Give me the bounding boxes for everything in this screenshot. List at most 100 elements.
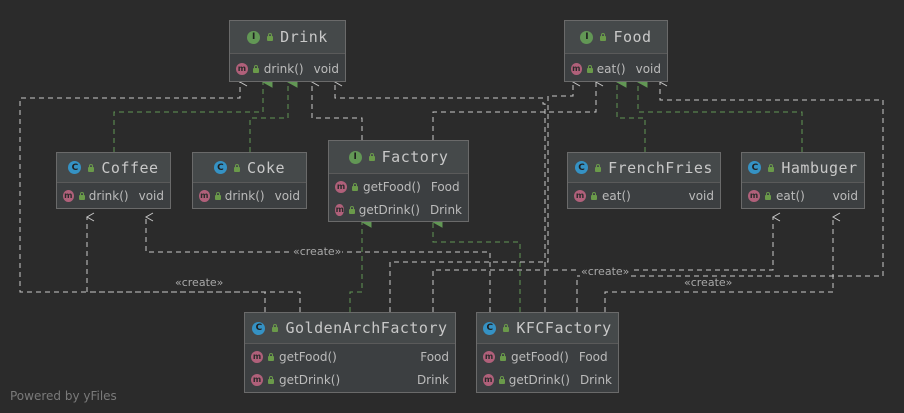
public-lock-icon — [252, 64, 260, 73]
method-row: m drink() void — [230, 57, 345, 80]
method-row: m getFood() Food — [477, 345, 618, 368]
node-kfcfactory[interactable]: C KFCFactory m getFood() Food m getDrink… — [476, 312, 619, 393]
method-icon: m — [63, 189, 74, 202]
public-lock-icon — [351, 182, 359, 191]
node-header: I Factory — [329, 141, 468, 174]
node-title: Drink — [280, 28, 328, 46]
node-header: C FrenchFries — [568, 153, 720, 183]
method-row: m getDrink() Drink — [477, 368, 618, 391]
class-icon: C — [575, 161, 589, 174]
method-return-type: void — [313, 61, 339, 76]
method-row: m drink() void — [57, 184, 170, 207]
interface-icon: I — [580, 30, 594, 44]
node-food[interactable]: I Food m eat() void — [564, 20, 668, 82]
node-drink[interactable]: I Drink m drink() void — [229, 20, 346, 82]
public-lock-icon — [233, 163, 241, 172]
method-name: eat() — [596, 61, 626, 76]
method-icon: m — [571, 62, 582, 75]
public-lock-icon — [764, 191, 772, 200]
node-header: I Food — [565, 21, 667, 54]
public-lock-icon — [266, 33, 274, 41]
public-lock-icon — [594, 163, 602, 172]
method-name: eat() — [602, 188, 631, 203]
public-lock-icon — [599, 33, 607, 41]
node-header: C Coffee — [57, 153, 170, 183]
method-return-type: Drink — [416, 372, 449, 387]
method-row: m getDrink() Drink — [245, 368, 455, 391]
kfc-creates-hambuger-edge — [604, 212, 841, 312]
public-lock-icon — [87, 163, 95, 172]
node-title: GoldenArchFactory — [285, 319, 448, 337]
method-return-type: Food — [430, 179, 460, 194]
method-row: m getDrink() Drink — [329, 198, 468, 221]
method-icon: m — [236, 62, 248, 75]
node-title: FrenchFries — [608, 158, 713, 177]
node-title: Hambuger — [781, 158, 858, 177]
goldenarch-to-food-edge — [389, 77, 581, 312]
method-name: getDrink() — [508, 372, 570, 387]
method-name: getDrink() — [358, 202, 420, 217]
method-row: m eat() void — [742, 184, 864, 207]
node-title: Factory — [381, 148, 449, 166]
method-return-type: Drink — [429, 202, 462, 217]
node-header: C KFCFactory — [477, 313, 618, 344]
public-lock-icon — [499, 352, 507, 361]
kfc-to-food-edge — [576, 77, 884, 312]
node-header: C Coke — [193, 153, 306, 183]
public-lock-icon — [502, 324, 510, 332]
node-title: KFCFactory — [516, 319, 612, 337]
method-row: m drink() void — [193, 184, 306, 207]
edge-label-create: «create» — [174, 276, 225, 289]
method-row: m getFood() Food — [329, 175, 468, 198]
method-return-type: Drink — [579, 372, 612, 387]
edge-label-create: «create» — [292, 245, 343, 258]
node-frenchfries[interactable]: C FrenchFries m eat() void — [567, 152, 721, 209]
node-title: Food — [613, 28, 652, 46]
method-icon: m — [748, 189, 760, 202]
public-lock-icon — [586, 64, 593, 73]
method-icon: m — [574, 189, 586, 202]
public-lock-icon — [348, 205, 356, 214]
method-name: eat() — [776, 188, 805, 203]
public-lock-icon — [267, 375, 275, 384]
method-name: drink() — [224, 188, 265, 203]
node-header: I Drink — [230, 21, 345, 54]
class-icon: C — [748, 161, 762, 174]
interface-icon: I — [247, 30, 261, 44]
frenchfries-implements-food-edge — [617, 82, 646, 152]
node-goldenarchfactory[interactable]: C GoldenArchFactory m getFood() Food m g… — [244, 312, 456, 393]
method-icon: m — [483, 350, 495, 363]
method-icon: m — [251, 373, 263, 386]
node-coke[interactable]: C Coke m drink() void — [192, 152, 307, 209]
class-icon: C — [68, 161, 82, 174]
method-return-type: Food — [578, 349, 608, 364]
edge-label-create: «create» — [580, 265, 631, 278]
node-coffee[interactable]: C Coffee m drink() void — [56, 152, 171, 209]
hambuger-implements-food-edge — [638, 82, 803, 152]
class-icon: C — [252, 321, 266, 335]
coffee-implements-drink-edge — [113, 82, 263, 152]
class-icon: C — [213, 161, 227, 174]
node-hambuger[interactable]: C Hambuger m eat() void — [741, 152, 865, 209]
method-name: getFood() — [363, 179, 421, 194]
kfc-to-drink-edge — [333, 77, 546, 312]
method-return-type: void — [138, 188, 164, 203]
node-header: C GoldenArchFactory — [245, 313, 455, 344]
watermark: Powered by yFiles — [10, 389, 117, 403]
method-icon: m — [199, 189, 210, 202]
coke-implements-drink-edge — [249, 82, 288, 152]
method-return-type: void — [832, 188, 858, 203]
public-lock-icon — [368, 153, 376, 161]
node-title: Coke — [246, 158, 286, 177]
public-lock-icon — [267, 352, 275, 361]
method-name: drink() — [263, 61, 304, 76]
node-factory[interactable]: I Factory m getFood() Food m getDrink() … — [328, 140, 469, 222]
method-icon: m — [335, 203, 345, 216]
method-row: m getFood() Food — [245, 345, 455, 368]
method-name: getDrink() — [279, 372, 341, 387]
method-icon: m — [483, 373, 494, 386]
method-icon: m — [335, 180, 347, 193]
method-return-type: void — [688, 188, 714, 203]
method-name: getFood() — [279, 349, 337, 364]
node-title: Coffee — [101, 158, 159, 177]
